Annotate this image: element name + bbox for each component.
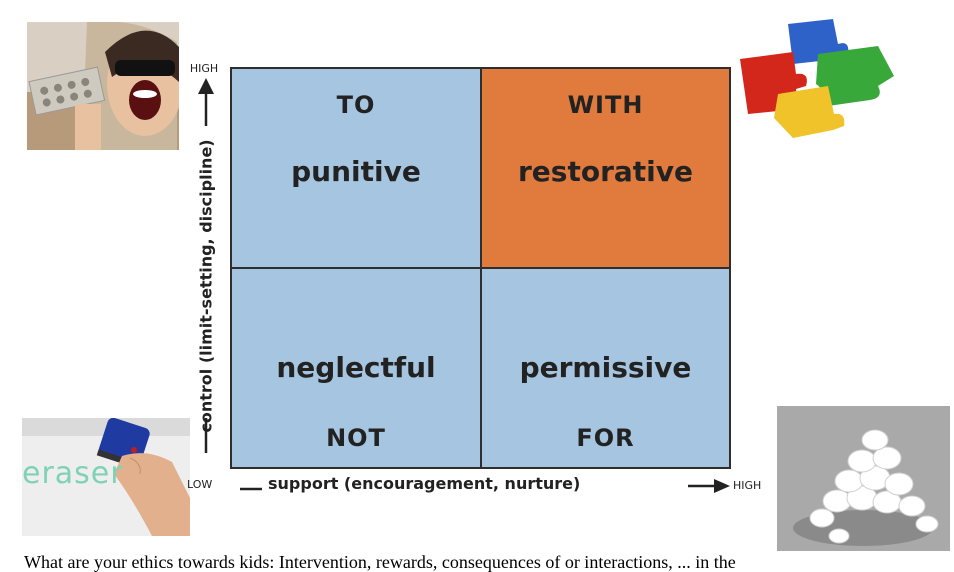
caption-text: What are your ethics towards kids: Inter… — [24, 553, 736, 572]
quadrant-label: restorative — [517, 155, 693, 188]
quadrant-to-punitive: TO punitive — [230, 67, 482, 269]
eraser-text: eraser — [22, 456, 124, 491]
x-axis-label: support (encouragement, nurture) — [268, 474, 581, 493]
cotton-balls-image — [777, 406, 950, 551]
quadrant-label: neglectful — [276, 351, 436, 384]
quadrant-with-restorative: WITH restorative — [480, 67, 731, 269]
y-axis-low-label: LOW — [187, 478, 213, 491]
y-axis-arrow-icon — [196, 78, 216, 458]
quadrant-heading: FOR — [576, 424, 635, 452]
quadrant-label: punitive — [291, 155, 421, 188]
quadrant-not-neglectful: neglectful NOT — [230, 267, 482, 469]
x-axis-line — [220, 480, 740, 492]
quadrant-label: permissive — [519, 351, 692, 384]
quadrant-for-permissive: permissive FOR — [480, 267, 731, 469]
y-axis-high-label: HIGH — [189, 62, 219, 75]
y-axis-label: control (limit-setting, discipline) — [196, 139, 216, 433]
quadrant-heading: TO — [336, 91, 376, 119]
quadrant-heading: WITH — [567, 91, 644, 119]
puzzle-pieces-image — [738, 14, 898, 140]
brick-photo — [27, 21, 183, 151]
whiteboard-eraser-photo: eraser — [22, 418, 190, 536]
quadrant-heading: NOT — [326, 424, 386, 452]
x-axis-high-label: HIGH — [733, 479, 762, 492]
x-axis-arrow-icon — [688, 478, 730, 494]
